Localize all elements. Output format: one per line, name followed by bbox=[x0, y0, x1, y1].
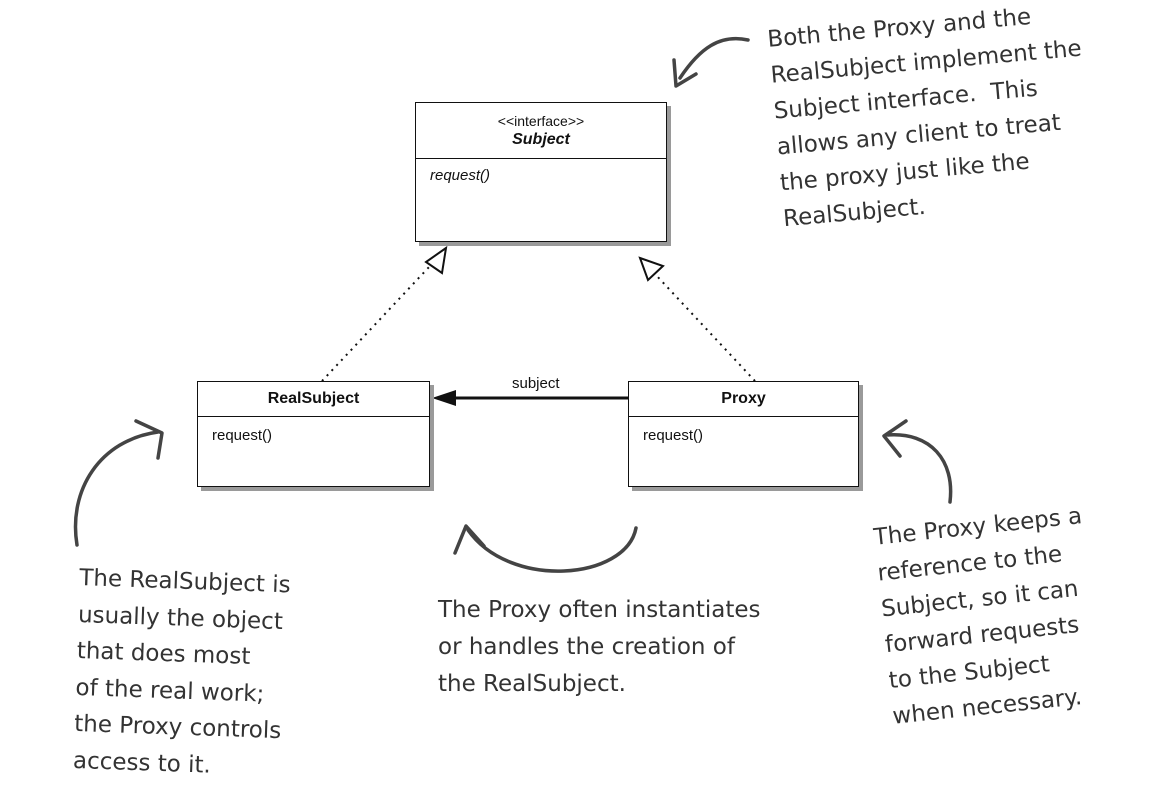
annotation-proxy-instantiation: The Proxy often instantiates or handles … bbox=[438, 597, 761, 697]
proxy-class-box: Proxy request() bbox=[628, 381, 859, 487]
left-note-pointer-arrowhead bbox=[134, 419, 164, 460]
right-note-pointer-arrow bbox=[886, 433, 953, 504]
realsubject-realization-arrowhead bbox=[424, 245, 448, 275]
annotation-realsubject-role: The RealSubject is usually the object th… bbox=[72, 564, 292, 779]
proxy-class-method: request() bbox=[643, 427, 704, 444]
realsubject-class-method: request() bbox=[212, 427, 273, 444]
association-arrowhead bbox=[432, 390, 456, 406]
center-note-pointer-arrowhead bbox=[453, 524, 486, 555]
proxy-class-name: Proxy bbox=[629, 382, 858, 417]
top-note-pointer-arrow bbox=[678, 37, 750, 80]
proxy-realization-line bbox=[654, 273, 756, 382]
realsubject-class-name: RealSubject bbox=[198, 382, 429, 417]
right-note-pointer-arrowhead bbox=[882, 419, 908, 458]
association-label: subject bbox=[512, 375, 560, 392]
subject-interface-header: <<interface>> Subject bbox=[416, 103, 666, 159]
realsubject-realization-line bbox=[321, 265, 431, 382]
center-note-pointer-arrow bbox=[466, 526, 638, 573]
annotation-implement-interface: Both the Proxy and the RealSubject imple… bbox=[766, 3, 1083, 233]
subject-interface-box: <<interface>> Subject request() bbox=[415, 102, 667, 242]
subject-interface-method: request() bbox=[430, 167, 491, 184]
subject-interface-name: Subject bbox=[512, 130, 570, 148]
left-note-pointer-arrow bbox=[73, 430, 160, 547]
proxy-realization-arrowhead bbox=[638, 256, 665, 282]
interface-stereotype: <<interface>> bbox=[497, 112, 585, 129]
top-note-pointer-arrowhead bbox=[672, 58, 698, 88]
annotation-proxy-reference: The Proxy keeps a reference to the Subje… bbox=[872, 503, 1084, 730]
realsubject-class-box: RealSubject request() bbox=[197, 381, 430, 487]
